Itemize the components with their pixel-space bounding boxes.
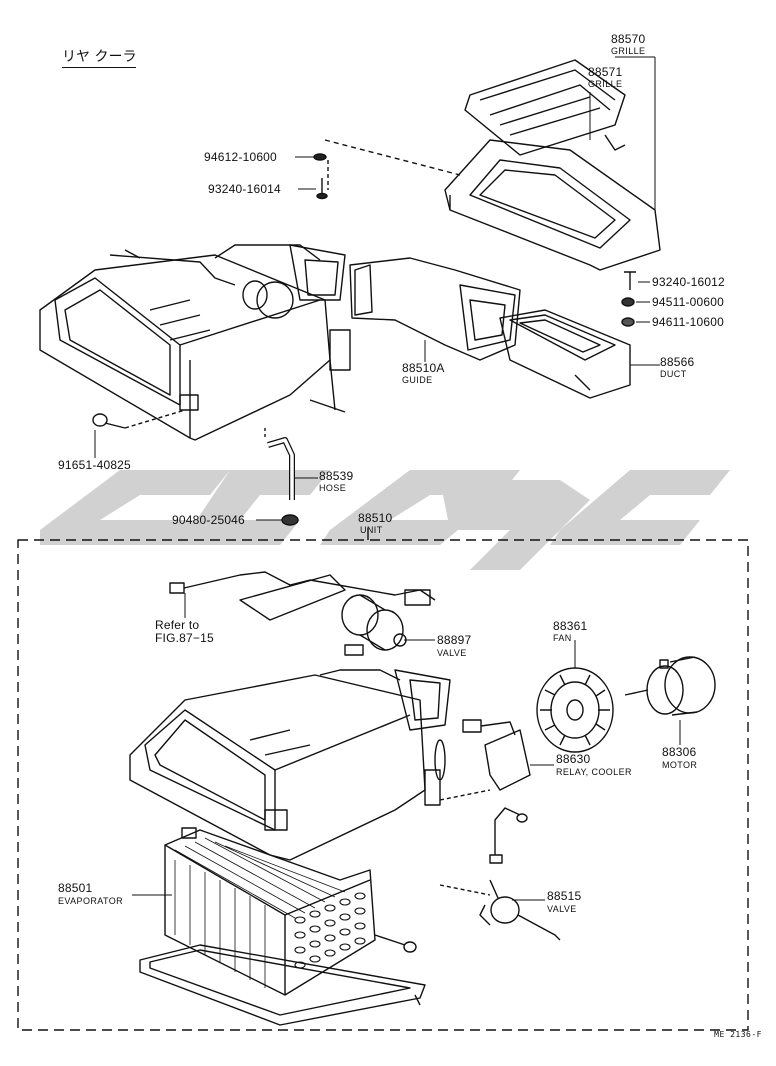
drawing-code: ME 2136-F — [714, 1030, 762, 1039]
part-number-94511: 94511-00600 — [652, 295, 725, 309]
watermark-logo — [40, 470, 730, 570]
pipe-drawing — [489, 807, 528, 864]
part-number-93240-16012: 93240-16012 — [652, 275, 725, 289]
screw-93240-16012-drawing — [624, 271, 636, 290]
motor-88306-drawing — [624, 656, 716, 716]
part-number-88510: 88510 — [358, 511, 393, 525]
part-name-88630: RELAY, COOLER — [556, 767, 632, 777]
part-name-88510: UNIT — [360, 525, 383, 535]
part-name-88501: EVAPORATOR — [58, 896, 124, 906]
valve-88515-drawing — [439, 879, 561, 941]
part-number-88571: 88571 — [588, 65, 623, 79]
drain-pan-drawing — [139, 944, 426, 1026]
bolt-91651-drawing — [92, 409, 186, 429]
part-name-88539: HOSE — [319, 483, 347, 493]
part-number-90480: 90480-25046 — [172, 513, 245, 527]
grille-88570-drawing — [444, 139, 661, 271]
part-number-88510A: 88510A — [402, 361, 445, 375]
part-name-88570: GRILLE — [611, 46, 646, 56]
part-number-88501: 88501 — [58, 881, 93, 895]
refer-fig-label: FIG.87−15 — [155, 631, 214, 645]
unit-88510-boundary — [17, 539, 749, 1031]
part-number-88570: 88570 — [611, 32, 646, 46]
part-number-88566: 88566 — [660, 355, 695, 369]
part-name-88510A: GUIDE — [402, 375, 433, 385]
part-name-88306: MOTOR — [662, 760, 698, 770]
part-number-94611: 94611-10600 — [652, 315, 725, 329]
lower-unit-drawing — [129, 669, 451, 861]
part-number-88515: 88515 — [547, 889, 582, 903]
part-number-88539: 88539 — [319, 469, 354, 483]
part-number-94612: 94612-10600 — [204, 150, 277, 164]
fastener-94612-drawing — [313, 153, 327, 161]
guide-88510A-drawing — [349, 257, 521, 361]
part-name-88571: GRILLE — [588, 79, 623, 89]
diagram-title: リヤ クーラ — [62, 46, 137, 68]
valve-88897-drawing — [341, 594, 407, 656]
part-number-88630: 88630 — [556, 752, 591, 766]
refer-to-label: Refer to — [155, 618, 200, 632]
part-number-91651: 91651-40825 — [58, 458, 131, 472]
part-number-88306: 88306 — [662, 745, 697, 759]
evaporator-88501-drawing — [164, 827, 417, 996]
part-number-93240-16014: 93240-16014 — [208, 182, 281, 196]
grille-88571-drawing — [464, 59, 626, 156]
screw-93240-16014-drawing — [316, 178, 328, 200]
part-name-88897: VALVE — [437, 648, 467, 658]
hose-88539-drawing — [264, 428, 295, 500]
part-name-88515: VALVE — [547, 904, 577, 914]
leader-lines — [94, 56, 681, 901]
fan-88361-drawing — [536, 667, 614, 753]
part-number-88361: 88361 — [553, 619, 588, 633]
upper-unit-drawing — [39, 244, 351, 441]
relay-88630-drawing — [439, 719, 531, 801]
wiring-harness-drawing — [169, 571, 436, 621]
part-name-88361: FAN — [553, 633, 572, 643]
part-name-88566: DUCT — [660, 369, 687, 379]
duct-88566-drawing — [499, 309, 631, 399]
part-number-88897: 88897 — [437, 633, 472, 647]
clamp-90480-drawing — [281, 514, 299, 526]
